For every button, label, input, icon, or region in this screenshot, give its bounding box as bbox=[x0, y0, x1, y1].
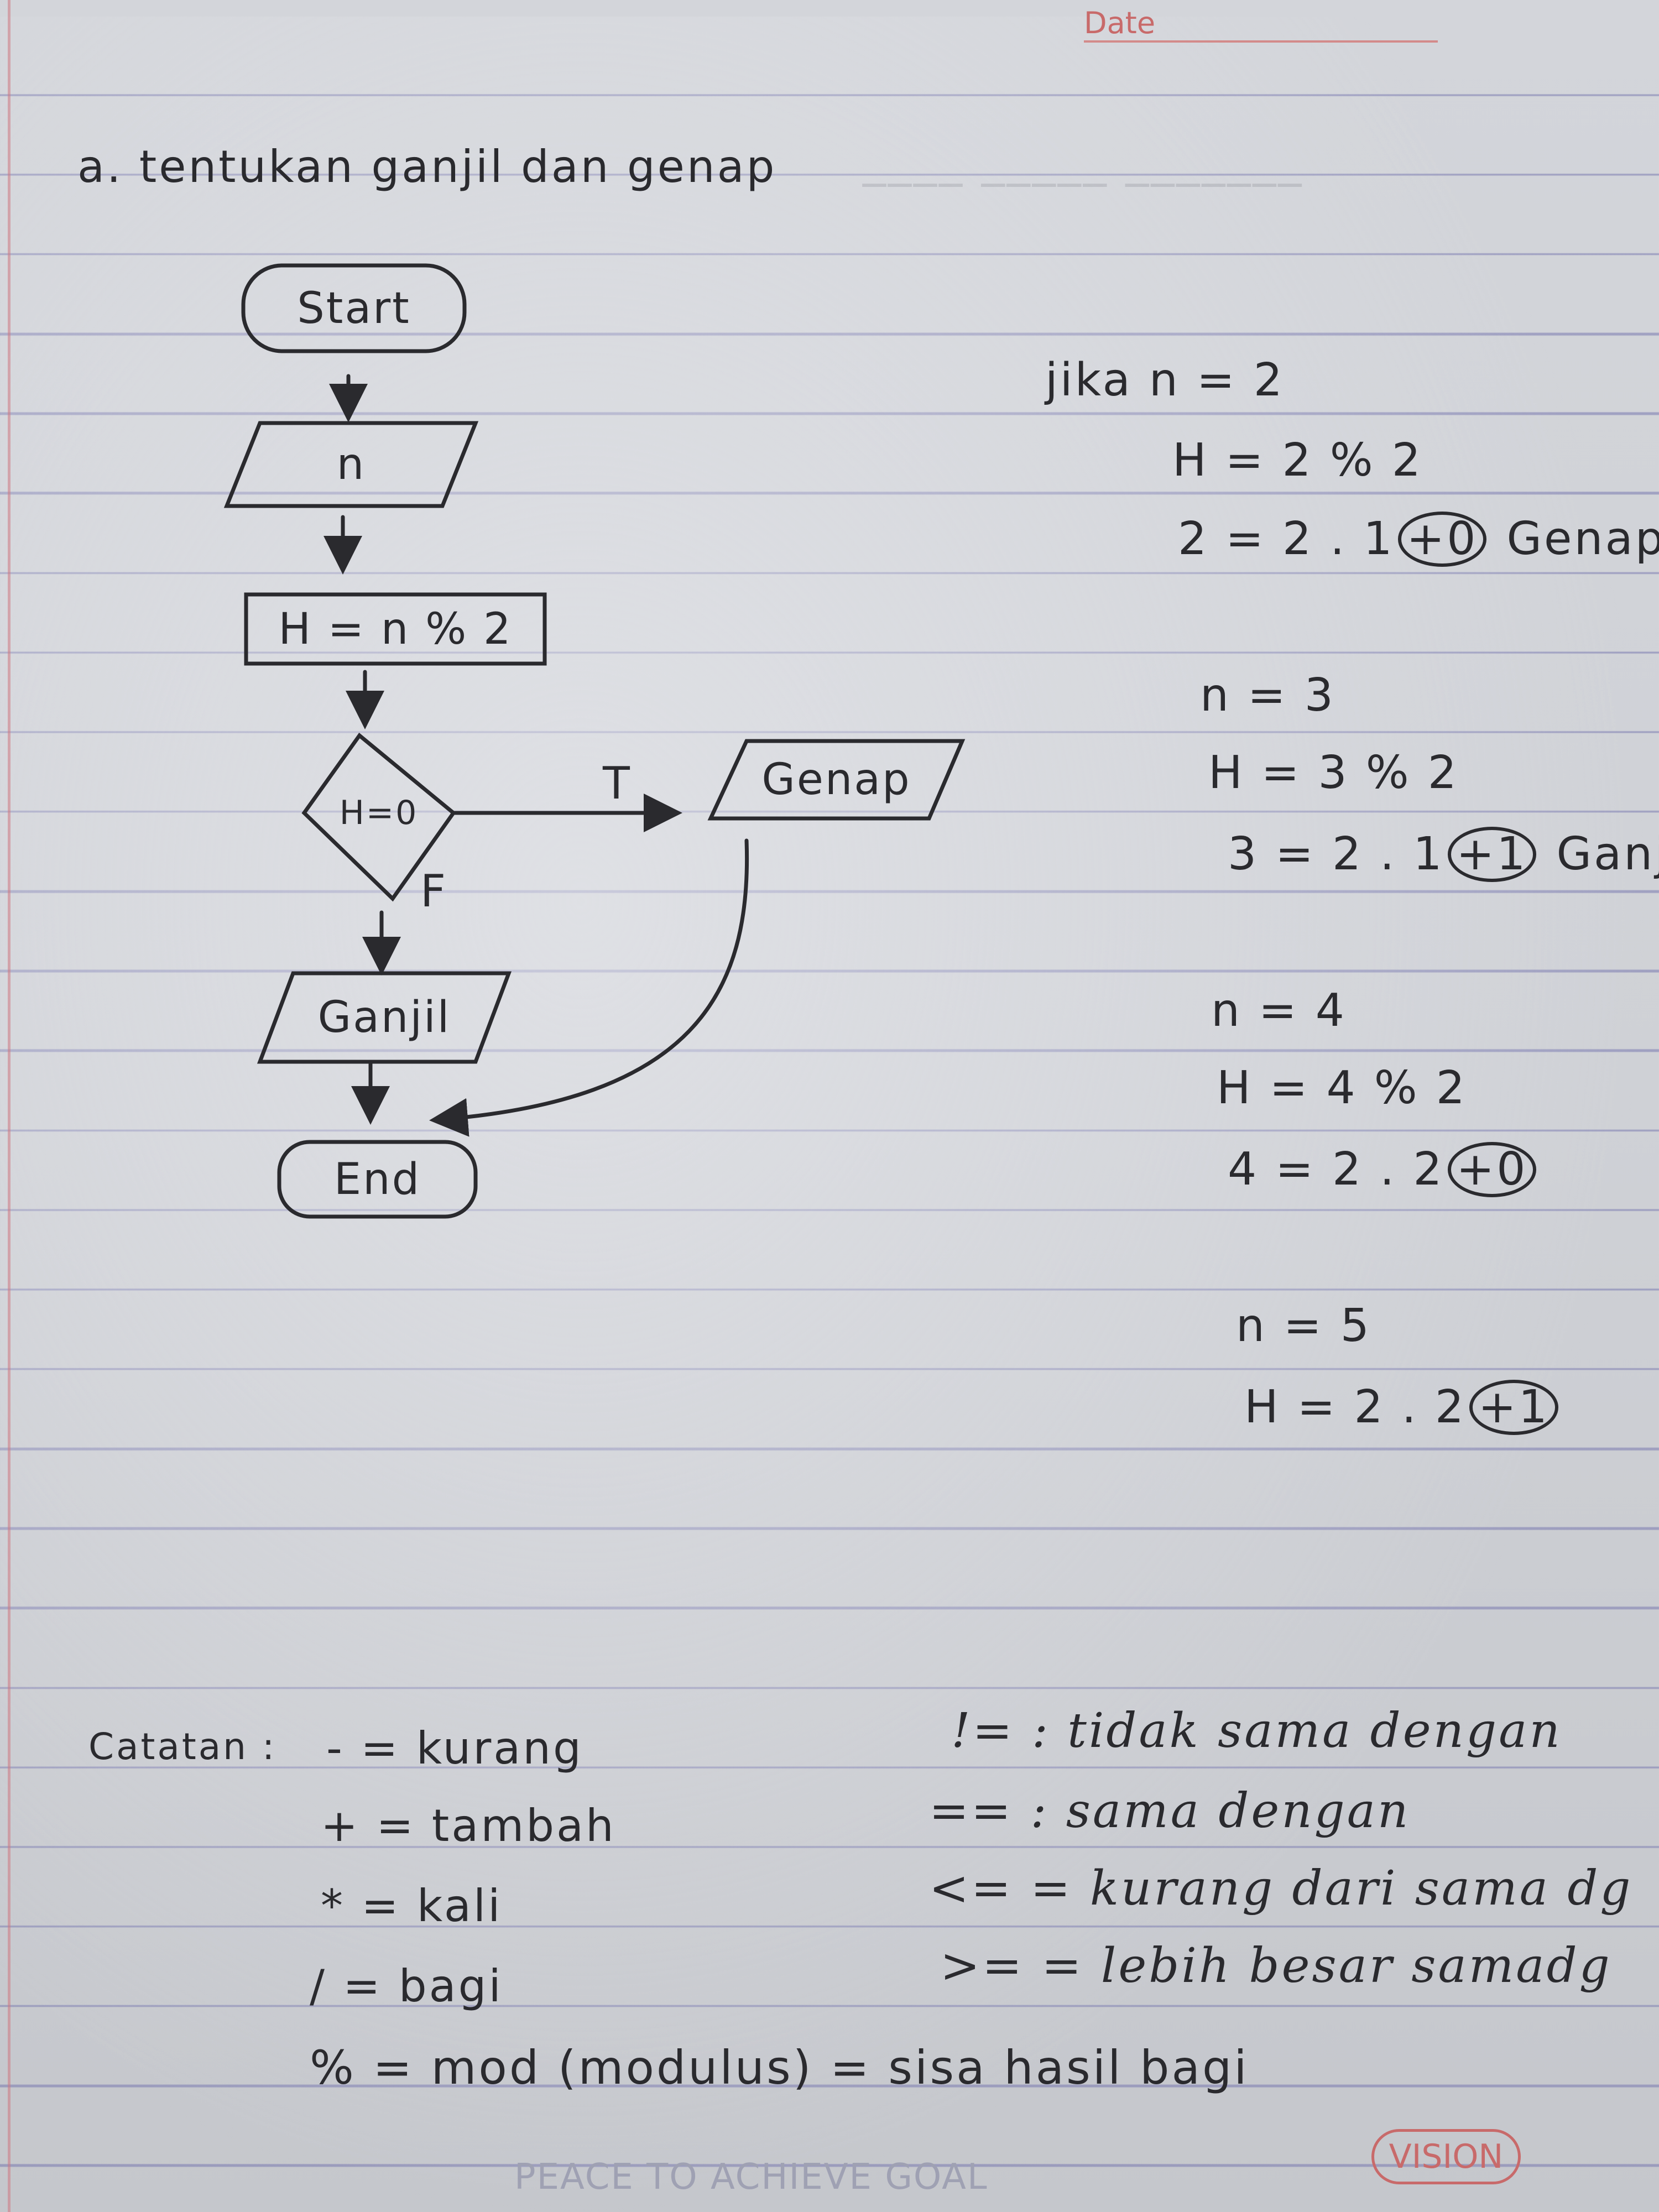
operator-meaning: = bagi bbox=[343, 1960, 503, 2012]
operator-symbol: <= bbox=[929, 1861, 1014, 1916]
result-verdict: Ganjil bbox=[1556, 828, 1659, 880]
margin-line bbox=[8, 0, 11, 2212]
note-row: == : sama dengan bbox=[929, 1783, 1410, 1839]
operator-meaning: = lebih besar samadg bbox=[1041, 1938, 1612, 1994]
result-equation: 3 = 2 . 1 bbox=[1228, 828, 1444, 880]
process-label: H = n % 2 bbox=[278, 604, 513, 654]
example-line: H = 4 % 2 bbox=[1217, 1062, 1467, 1114]
note-row: * = kali bbox=[321, 1880, 502, 1932]
result-equation: 2 = 2 . 1 bbox=[1178, 513, 1395, 565]
bleed-through-text: ____ _____ _______ bbox=[863, 133, 1304, 187]
start-terminal-shape bbox=[241, 263, 467, 353]
example-result: 3 = 2 . 1+1 Ganjil bbox=[1228, 827, 1659, 882]
genap-output-label: Genap bbox=[761, 755, 911, 805]
note-row: - = kurang bbox=[326, 1723, 583, 1774]
end-terminal-shape bbox=[277, 1140, 478, 1219]
operator-meaning: : tidak sama dengan bbox=[1031, 1703, 1562, 1759]
result-equation: 4 = 2 . 2 bbox=[1228, 1143, 1444, 1196]
input-parallelogram-shape bbox=[223, 421, 479, 508]
note-row: <= = kurang dari sama dg bbox=[929, 1861, 1632, 1916]
genap-output-shape bbox=[707, 739, 966, 821]
true-branch-label: T bbox=[603, 758, 632, 809]
note-row: >= = lebih besar samadg bbox=[940, 1938, 1612, 1994]
operator-meaning: = kurang bbox=[361, 1723, 583, 1774]
date-field-label: Date bbox=[1084, 6, 1438, 43]
operator-meaning: = kali bbox=[361, 1880, 503, 1932]
ganjil-output-node: Ganjil bbox=[260, 973, 509, 1062]
footer-slogan: PEACE TO ACHIEVE GOAL bbox=[514, 2157, 988, 2198]
remainder-circle: +1 bbox=[1469, 1380, 1558, 1435]
decision-label: H=0 bbox=[339, 794, 419, 832]
example-line: n = 5 bbox=[1236, 1300, 1371, 1352]
process-node: H = n % 2 bbox=[246, 594, 545, 664]
start-label: Start bbox=[297, 283, 411, 333]
brand-logo: VISION bbox=[1371, 2129, 1521, 2184]
example-result: H = 2 . 2+1 bbox=[1244, 1380, 1562, 1435]
example-line: H = 2 % 2 bbox=[1172, 434, 1423, 487]
operator-symbol: * bbox=[321, 1880, 345, 1932]
end-node: End bbox=[279, 1142, 476, 1217]
remainder-circle: +1 bbox=[1447, 827, 1537, 882]
notes-heading: Catatan : bbox=[88, 1725, 277, 1768]
decision-node: H=0 bbox=[304, 774, 453, 852]
example-line: n = 3 bbox=[1200, 669, 1335, 722]
end-label: End bbox=[333, 1154, 421, 1204]
operator-meaning: = tambah bbox=[376, 1800, 616, 1851]
result-verdict: Genap bbox=[1506, 513, 1659, 565]
result-equation: H = 2 . 2 bbox=[1244, 1381, 1467, 1433]
input-label: n bbox=[336, 440, 366, 489]
note-row: + = tambah bbox=[321, 1800, 616, 1851]
arrow-genap-to-end bbox=[429, 838, 749, 1137]
start-node: Start bbox=[243, 265, 465, 351]
operator-symbol: + bbox=[321, 1800, 361, 1851]
genap-output-node: Genap bbox=[711, 741, 962, 818]
ganjil-output-shape bbox=[257, 971, 512, 1064]
remainder-circle: +0 bbox=[1397, 512, 1487, 567]
example-line: n = 4 bbox=[1211, 984, 1347, 1037]
operator-symbol: - bbox=[326, 1723, 345, 1774]
example-result: 4 = 2 . 2+0 bbox=[1228, 1142, 1540, 1197]
operator-symbol: >= bbox=[940, 1938, 1025, 1994]
example-line: H = 3 % 2 bbox=[1208, 747, 1459, 799]
input-node: n bbox=[227, 423, 476, 506]
ganjil-output-label: Ganjil bbox=[317, 993, 451, 1042]
false-branch-label: F bbox=[420, 865, 448, 917]
remainder-circle: +0 bbox=[1447, 1142, 1537, 1197]
decision-diamond-shape bbox=[301, 732, 456, 902]
operator-symbol: != bbox=[951, 1703, 1015, 1759]
operator-symbol: == bbox=[929, 1783, 1014, 1839]
note-row: / = bagi bbox=[310, 1960, 503, 2012]
example-result: 2 = 2 . 1+0 Genap bbox=[1178, 512, 1659, 567]
note-modulus: % = mod (modulus) = sisa hasil bagi bbox=[310, 2041, 1249, 2095]
exercise-title: a. tentukan ganjil dan genap bbox=[77, 141, 777, 192]
operator-meaning: = kurang dari sama dg bbox=[1030, 1861, 1633, 1916]
process-box-shape bbox=[244, 592, 547, 666]
operator-symbol: / bbox=[310, 1960, 327, 2012]
example-line: jika n = 2 bbox=[1045, 354, 1285, 406]
note-row: != : tidak sama dengan bbox=[951, 1703, 1562, 1759]
operator-meaning: : sama dengan bbox=[1030, 1783, 1411, 1839]
